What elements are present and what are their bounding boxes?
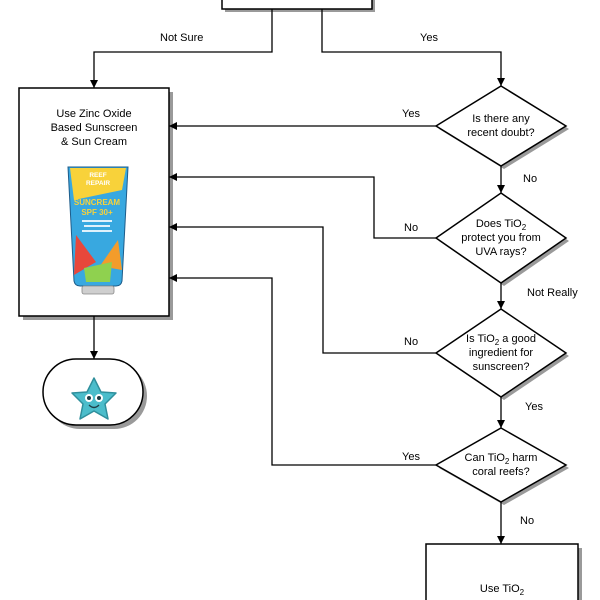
- edge-q2-no: [169, 173, 436, 239]
- q2-line-3: UVA rays?: [475, 246, 527, 258]
- starfish-icon: [71, 377, 117, 420]
- q2-line-1: Does TiO2: [475, 217, 527, 232]
- use-tio2-subscript: 2: [519, 588, 525, 597]
- edge-yes-top: [321, 9, 505, 86]
- q4-text: Can TiO2 harm coral reefs?: [446, 450, 556, 480]
- tube-name-line1: SUNCREAM: [74, 198, 121, 207]
- use-tio2-pre: Use TiO: [479, 583, 520, 595]
- edge-not-sure: [90, 9, 273, 88]
- use-tio2-label: Use TiO2: [426, 582, 578, 597]
- q1-text: Is there any recent doubt?: [446, 111, 556, 141]
- q4-line-2: coral reefs?: [472, 466, 530, 478]
- label-q3-yes: Yes: [525, 401, 543, 413]
- label-yes-top: Yes: [420, 32, 438, 44]
- label-q2-not-really: Not Really: [527, 287, 578, 299]
- zinc-line-2: Based Sunscreen: [50, 122, 138, 134]
- q2-line-1-pre: Does TiO: [475, 218, 522, 230]
- sunscreen-tube-icon: REEF REPAIR SUNCREAM SPF 30+: [67, 166, 129, 295]
- q4-line-1-post: harm: [509, 452, 538, 464]
- tube-name-line2: SPF 30+: [81, 208, 113, 217]
- top-process-box: [221, 0, 373, 10]
- q1-line-1: Is there any: [472, 113, 530, 125]
- q3-line-3: sunscreen?: [472, 361, 530, 373]
- q4-subscript: 2: [504, 457, 510, 466]
- use-tio2-box: [425, 543, 579, 600]
- zinc-line-3: & Sun Cream: [60, 136, 128, 148]
- q3-line-1-pre: Is TiO: [466, 333, 495, 345]
- q3-line-1: Is TiO2 a good: [466, 332, 536, 347]
- label-q4-no: No: [520, 515, 535, 527]
- q2-subscript: 2: [521, 223, 527, 232]
- q4-line-1-pre: Can TiO: [464, 452, 505, 464]
- zinc-oxide-label: Use Zinc Oxide Based Sunscreen & Sun Cre…: [19, 107, 169, 149]
- label-q1-yes: Yes: [402, 108, 420, 120]
- label-q2-no: No: [404, 222, 419, 234]
- zinc-line-1: Use Zinc Oxide: [56, 108, 132, 120]
- edge-q3-no: [169, 223, 436, 354]
- label-q1-no: No: [523, 173, 538, 185]
- q3-line-1-post: a good: [499, 333, 536, 345]
- q2-line-2: protect you from: [461, 232, 541, 244]
- edge-q4-yes: [169, 274, 436, 466]
- label-q4-yes: Yes: [402, 451, 420, 463]
- label-q3-no: No: [404, 336, 419, 348]
- tube-brand-line1: REEF: [89, 172, 106, 179]
- q2-text: Does TiO2 protect you from UVA rays?: [446, 215, 556, 261]
- q1-line-2: recent doubt?: [467, 127, 535, 139]
- tube-brand-line2: REPAIR: [86, 180, 110, 187]
- label-not-sure: Not Sure: [160, 32, 204, 44]
- q3-line-2: ingredient for: [468, 347, 534, 359]
- q4-line-1: Can TiO2 harm: [464, 451, 538, 466]
- q3-text: Is TiO2 a good ingredient for sunscreen?: [446, 330, 556, 376]
- q3-subscript: 2: [494, 338, 500, 347]
